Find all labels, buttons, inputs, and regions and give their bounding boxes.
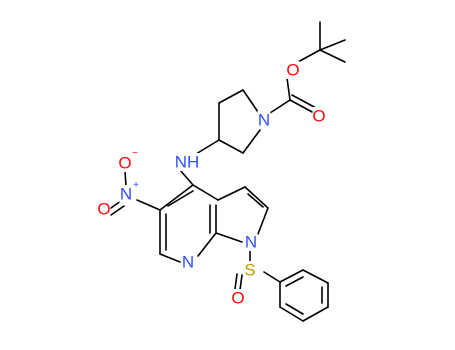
bond-pr-c3a-c3	[217, 186, 246, 201]
bond-py-n7-c6	[159, 253, 181, 263]
atom-label-nh: NH	[175, 153, 200, 172]
bond-nitro-o-bottom-2	[110, 205, 125, 216]
svg-text:O: O	[97, 200, 110, 219]
svg-text:S: S	[244, 261, 255, 280]
bond-pip-5	[242, 129, 261, 154]
bond-o-carbonyl-c	[286, 77, 291, 101]
bond-pip-2	[218, 89, 244, 104]
bond-nh-arc4	[179, 169, 194, 186]
charge-n-nitro-charge: +	[133, 180, 139, 191]
bond-c-o-double-2	[291, 94, 317, 109]
bond-ph-inner-a	[285, 276, 304, 287]
svg-text:O: O	[286, 61, 299, 80]
bond-c5-n-nitro	[136, 199, 161, 211]
svg-text:O: O	[231, 289, 244, 308]
bond-pip-1	[242, 89, 259, 113]
bond-py-c5-c4-inner	[167, 190, 194, 207]
charge-o-nitro-minus-charge: −	[132, 148, 138, 159]
svg-text:N: N	[245, 233, 257, 252]
svg-text:O: O	[118, 154, 131, 173]
bond-tbu-me-upright	[319, 39, 346, 51]
atom-label-n-pyridine: N	[181, 253, 195, 272]
bond-s-o-2	[234, 273, 238, 290]
bond-nitro-o-top	[124, 170, 127, 187]
atom-label-n-piperidine: N	[257, 111, 271, 130]
svg-text:N: N	[258, 111, 270, 130]
atom-label-o-carbonyl: O	[312, 107, 325, 126]
atom-label-o-sulfonyl: O	[231, 289, 244, 308]
bond-tbu-me-right	[319, 49, 346, 63]
bond-s-o-1	[239, 274, 243, 291]
bond-c4-nh	[195, 139, 220, 155]
atom-label-n-nitro: N	[119, 185, 133, 204]
bond-ph-4	[302, 306, 329, 322]
svg-text:NH: NH	[175, 153, 200, 172]
bond-ph-5	[279, 306, 304, 322]
bond-s-ph	[263, 271, 281, 283]
bond-pr-c2-n1	[257, 207, 269, 235]
atom-label-o-nitro: O	[97, 200, 110, 219]
atom-label-o-nitro-minus: O	[118, 154, 131, 173]
bond-carbonyl-n	[269, 99, 291, 114]
bond-ph-inner-c	[285, 303, 304, 315]
svg-text:N: N	[120, 185, 132, 204]
bond-pr-c3-c2-inner	[247, 193, 264, 208]
bond-pr-n1-c7a	[215, 232, 243, 243]
bond-ph-2	[302, 269, 329, 284]
bond-c-o-double-1	[289, 99, 315, 114]
bond-pip-4	[218, 139, 244, 154]
atom-label-s-sulfonyl: S	[243, 261, 257, 280]
bonds	[107, 21, 346, 322]
svg-text:N: N	[182, 253, 194, 272]
bond-ph-1	[279, 269, 304, 283]
atom-label-o-ether: O	[286, 61, 299, 80]
svg-text:O: O	[312, 107, 325, 126]
bond-py-c5-c4	[159, 184, 194, 211]
bond-py-c4-c3a	[192, 184, 219, 201]
atom-label-n-pyrrole: N	[244, 233, 258, 252]
bond-tbu-o	[295, 49, 321, 64]
bond-py-c7a-n7	[197, 232, 217, 257]
bond-pr-c3-c2	[244, 186, 269, 209]
